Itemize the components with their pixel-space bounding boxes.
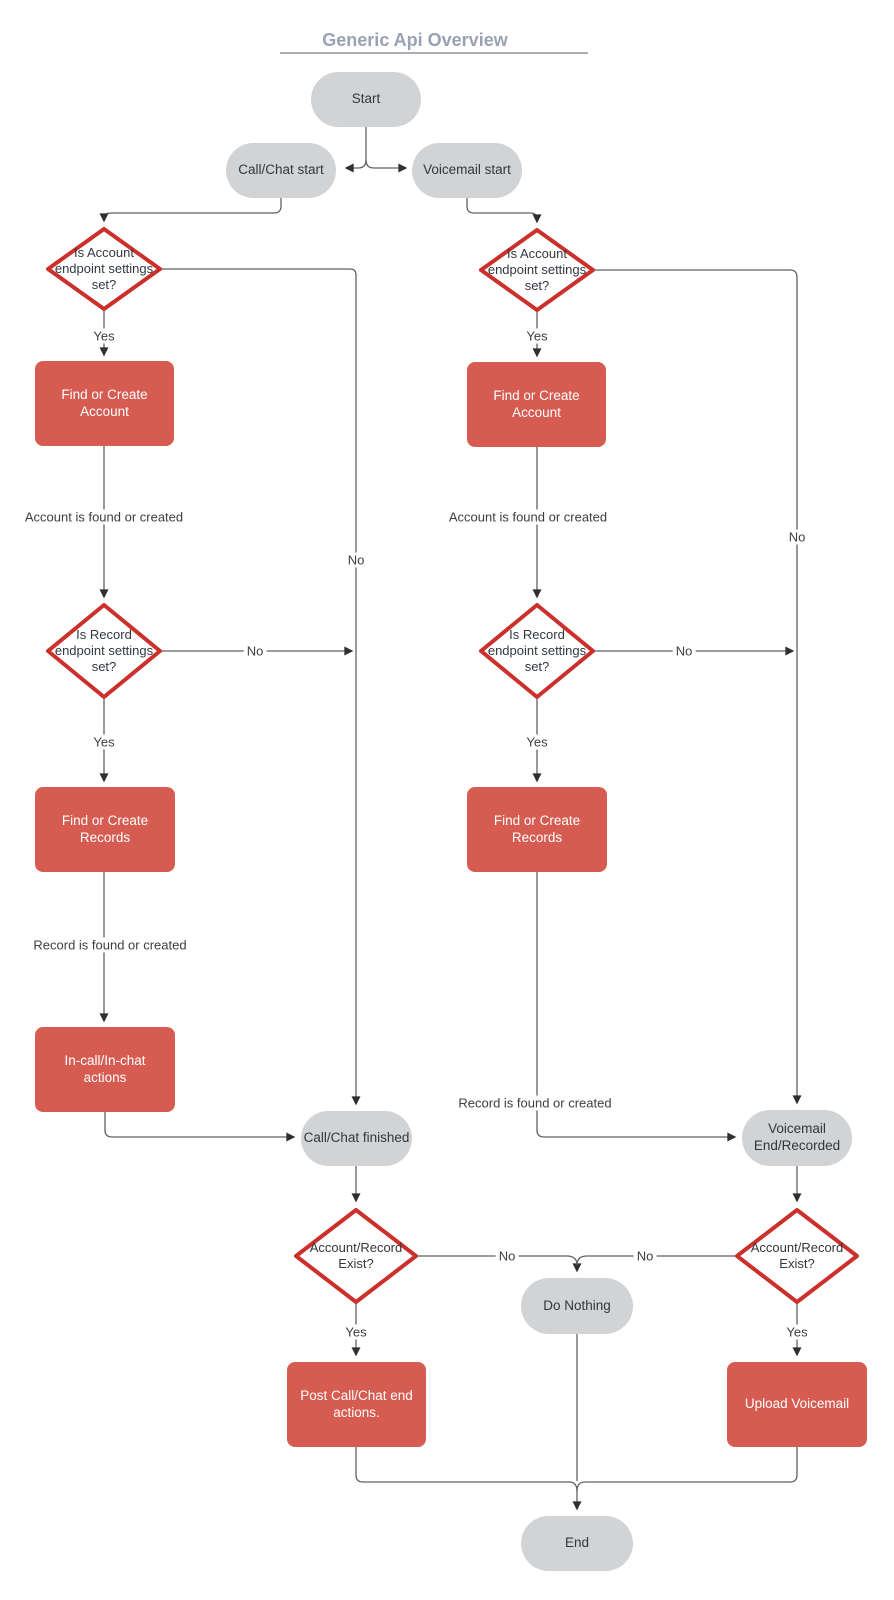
- node-label: Is Account endpoint settings set?: [487, 245, 587, 294]
- node-label: Call/Chat finished: [303, 1130, 410, 1146]
- edge-account-no-left: [161, 268, 361, 1106]
- diamond-shape: [294, 1208, 418, 1304]
- edge-label-yes: Yes: [523, 734, 551, 750]
- node-call-chat-finished: Call/Chat finished: [301, 1111, 412, 1166]
- node-label: Upload Voicemail: [744, 1396, 850, 1412]
- node-find-create-account-left: Find or Create Account: [35, 361, 174, 446]
- diamond-shape: [479, 228, 595, 312]
- edge-label-yes: Yes: [342, 1324, 370, 1340]
- edge-label-record-found: Record is found or created: [30, 937, 190, 953]
- node-find-create-records-right: Find or Create Records: [467, 787, 607, 872]
- edge-voicemail-to-account-decision: [466, 198, 542, 224]
- node-label: Find or Create Account: [61, 386, 148, 419]
- node-label: Is Record endpoint settings set?: [487, 626, 587, 675]
- node-label: Voicemail End/Recorded: [753, 1121, 841, 1153]
- node-do-nothing: Do Nothing: [521, 1278, 633, 1334]
- node-in-call-actions: In-call/In-chat actions: [35, 1027, 175, 1112]
- diamond-shape: [46, 603, 162, 699]
- diamond-shape: [46, 227, 162, 311]
- node-end: End: [521, 1516, 633, 1571]
- decision-account-record-exist-left: Account/Record Exist?: [294, 1208, 418, 1304]
- node-voicemail-start: Voicemail start: [412, 143, 522, 198]
- node-label: End: [564, 1535, 590, 1551]
- edge-label-no: No: [344, 552, 368, 568]
- node-find-create-account-right: Find or Create Account: [467, 362, 606, 447]
- node-find-create-records-left: Find or Create Records: [35, 787, 175, 872]
- edge-records-to-voicemail-end: [536, 872, 737, 1142]
- edge-label-yes: Yes: [523, 328, 551, 344]
- node-label: Find or Create Records: [493, 812, 581, 845]
- edge-account-no-right: [594, 269, 802, 1105]
- edge-label-no: No: [633, 1248, 657, 1264]
- edge-callchat-to-account-decision: [99, 198, 282, 223]
- edge-label-no: No: [495, 1248, 519, 1264]
- diagram-title: Generic Api Overview: [322, 30, 508, 50]
- node-label: Is Record endpoint settings set?: [54, 626, 154, 675]
- decision-account-record-exist-right: Account/Record Exist?: [735, 1208, 859, 1304]
- edge-exist-no-right: [576, 1255, 735, 1266]
- node-start: Start: [311, 72, 421, 127]
- decision-account-endpoint-left: Is Account endpoint settings set?: [46, 227, 162, 311]
- edge-label-account-found: Account is found or created: [21, 509, 187, 525]
- node-label: Post Call/Chat end actions.: [300, 1387, 413, 1420]
- node-label: Account/Record Exist?: [750, 1239, 844, 1271]
- edge-label-record-found: Record is found or created: [455, 1095, 615, 1111]
- decision-record-endpoint-right: Is Record endpoint settings set?: [479, 603, 595, 699]
- edge-label-yes: Yes: [783, 1324, 811, 1340]
- edge-start-to-voicemail: [365, 159, 408, 173]
- node-label: Start: [351, 91, 381, 107]
- node-call-chat-start: Call/Chat start: [226, 143, 336, 198]
- title-underline: [280, 52, 588, 54]
- edge-upload-to-end: [576, 1447, 798, 1492]
- node-label: Do Nothing: [543, 1297, 611, 1313]
- node-upload-voicemail: Upload Voicemail: [727, 1362, 867, 1447]
- edge-label-yes: Yes: [90, 328, 118, 344]
- edge-label-yes: Yes: [90, 734, 118, 750]
- decision-record-endpoint-left: Is Record endpoint settings set?: [46, 603, 162, 699]
- edge-post-to-end: [355, 1447, 582, 1511]
- node-label: Call/Chat start: [238, 162, 324, 178]
- node-label: Account/Record Exist?: [309, 1239, 403, 1271]
- edge-start-to-call-chat: [344, 127, 367, 173]
- diamond-shape: [479, 603, 595, 699]
- edge-label-account-found: Account is found or created: [445, 509, 611, 525]
- node-label: In-call/In-chat actions: [64, 1052, 146, 1085]
- node-label: Find or Create Records: [61, 812, 149, 845]
- edge-label-no: No: [243, 643, 267, 659]
- edge-label-no: No: [785, 529, 809, 545]
- edge-incall-to-finished: [104, 1112, 296, 1142]
- node-label: Voicemail start: [423, 162, 511, 178]
- decision-account-endpoint-right: Is Account endpoint settings set?: [479, 228, 595, 312]
- node-post-call-chat-end: Post Call/Chat end actions.: [287, 1362, 426, 1447]
- node-label: Find or Create Account: [493, 387, 580, 420]
- edge-label-no: No: [672, 643, 696, 659]
- diamond-shape: [735, 1208, 859, 1304]
- node-label: Is Account endpoint settings set?: [54, 244, 154, 293]
- node-voicemail-end-recorded: Voicemail End/Recorded: [742, 1110, 852, 1166]
